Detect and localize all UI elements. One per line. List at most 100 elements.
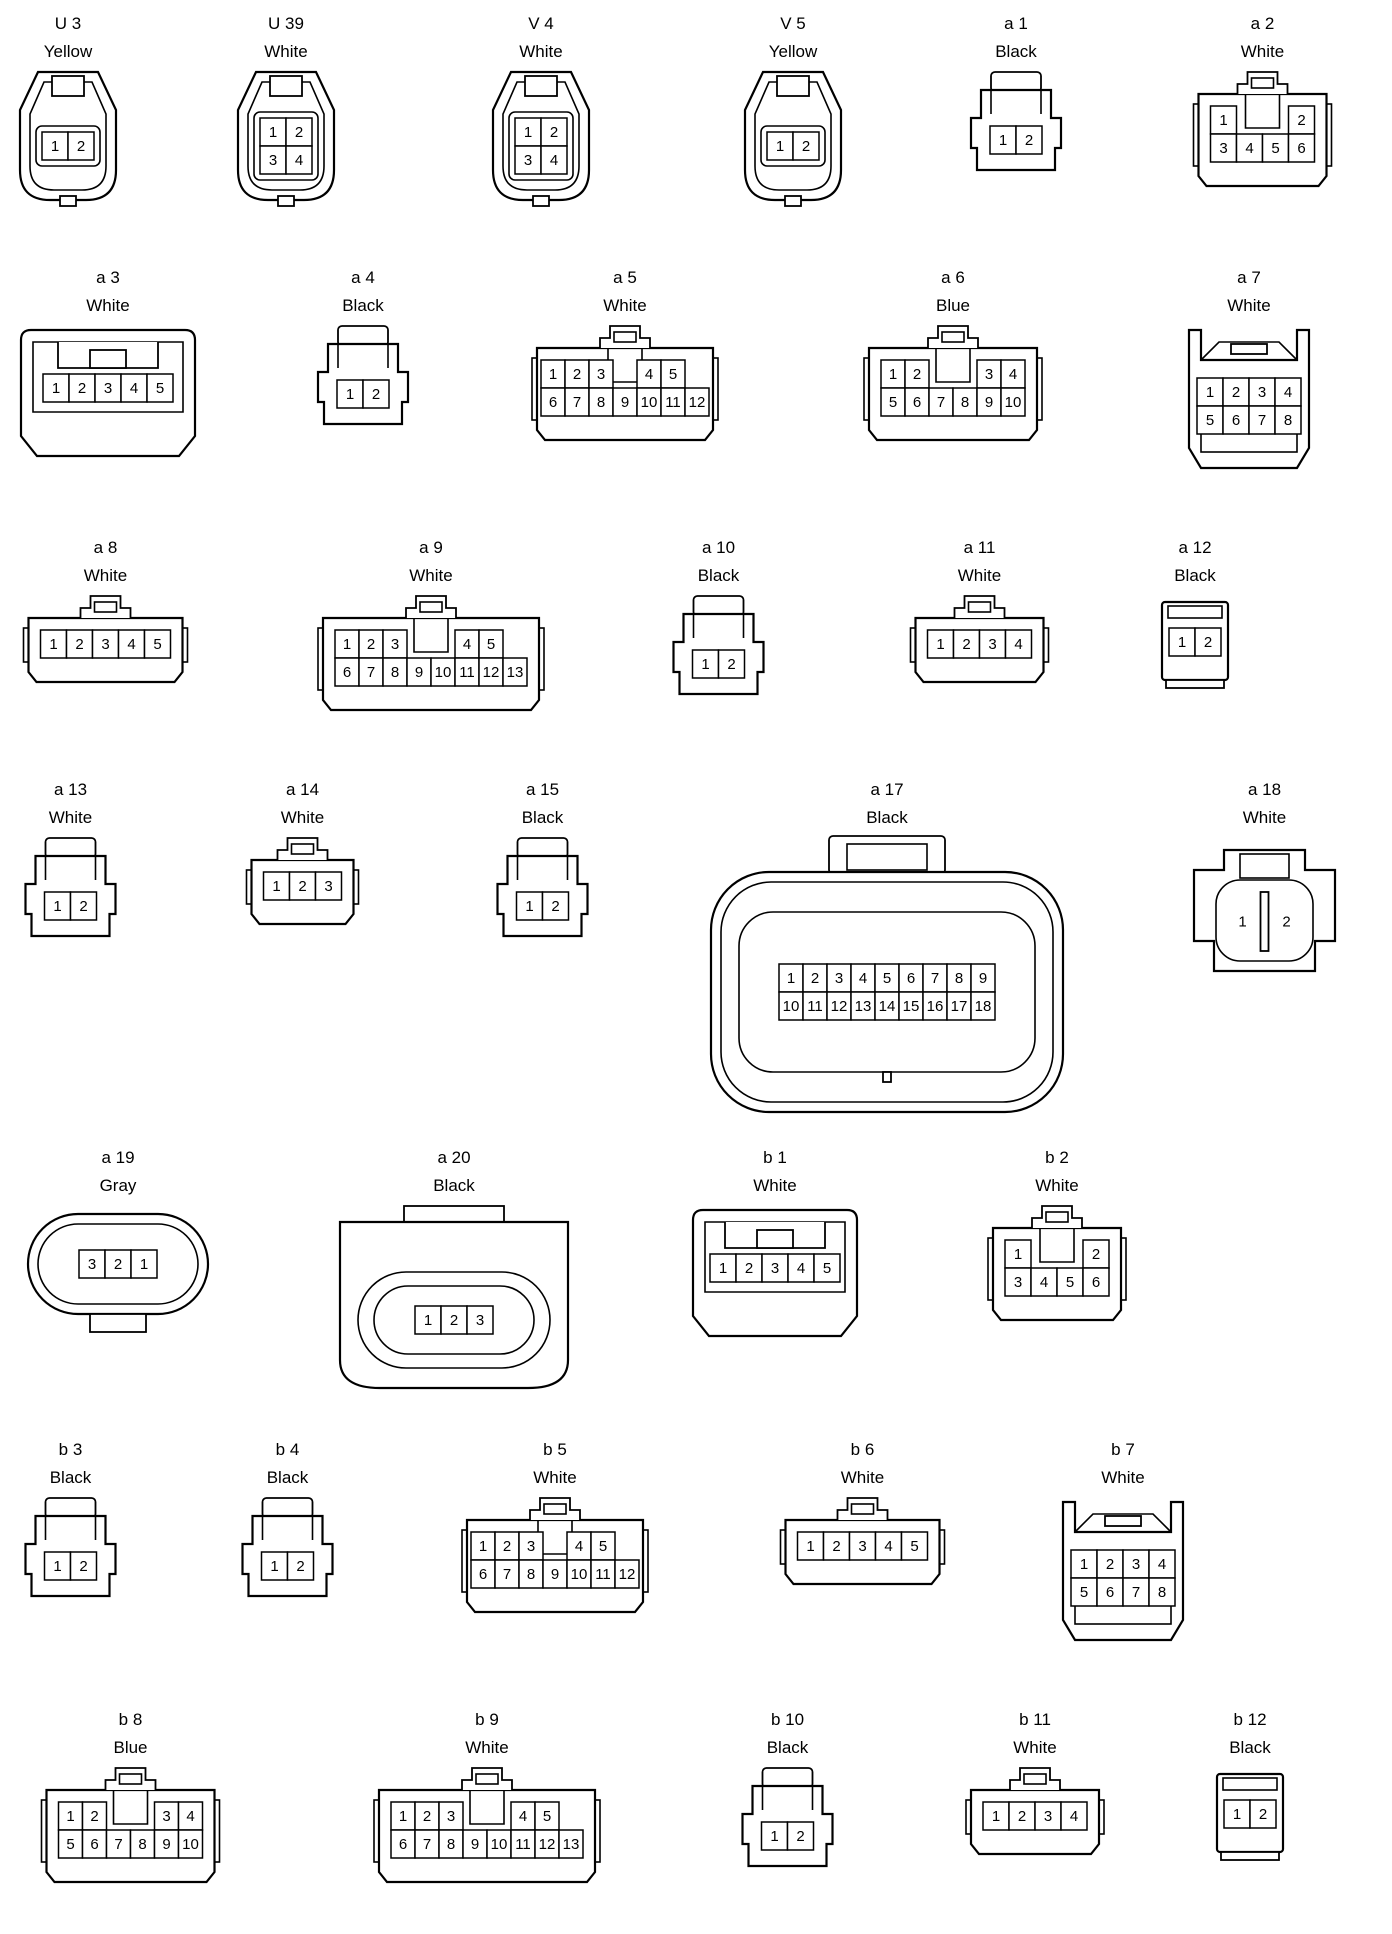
pin-15: 15 xyxy=(898,991,924,1021)
pin-3: 3 xyxy=(94,373,122,403)
svg-text:2: 2 xyxy=(1018,1808,1026,1825)
svg-text:8: 8 xyxy=(1158,1584,1166,1601)
svg-text:3: 3 xyxy=(771,1260,779,1277)
svg-text:2: 2 xyxy=(1025,132,1033,149)
pin-11: 11 xyxy=(802,991,828,1021)
svg-text:2: 2 xyxy=(296,1558,304,1575)
connector-color-label: White xyxy=(753,1176,797,1195)
pin-2: 2 xyxy=(540,117,568,147)
pin-5: 5 xyxy=(660,359,686,389)
svg-text:4: 4 xyxy=(1158,1556,1166,1573)
connector-color-label: Black xyxy=(521,808,564,827)
pin-3: 3 xyxy=(826,963,852,993)
svg-text:7: 7 xyxy=(367,664,375,681)
connector-id-label: a 3 xyxy=(96,268,120,287)
svg-text:8: 8 xyxy=(961,394,969,411)
svg-text:7: 7 xyxy=(114,1836,122,1853)
svg-text:18: 18 xyxy=(975,998,992,1015)
connector-id-label: a 9 xyxy=(419,538,443,557)
connector-id-label: a 13 xyxy=(53,780,88,799)
connector-color-label: White xyxy=(280,808,325,827)
pin-2: 2 xyxy=(904,359,930,389)
pin-4: 4 xyxy=(1000,359,1026,389)
svg-text:1: 1 xyxy=(936,636,944,653)
svg-text:3: 3 xyxy=(1014,1274,1022,1291)
pin-3: 3 xyxy=(91,629,120,659)
pin-14: 14 xyxy=(874,991,900,1021)
svg-text:3: 3 xyxy=(527,1538,535,1555)
connector-id-label: a 10 xyxy=(701,538,736,557)
svg-text:1: 1 xyxy=(787,970,795,987)
connector-id-label: a 6 xyxy=(941,268,965,287)
pin-1: 1 xyxy=(691,649,720,679)
svg-text:1: 1 xyxy=(270,1558,278,1575)
svg-text:3: 3 xyxy=(1044,1808,1052,1825)
pin-2: 2 xyxy=(1249,1799,1277,1829)
pin-7: 7 xyxy=(358,657,384,687)
pin-1: 1 xyxy=(515,891,544,921)
svg-text:3: 3 xyxy=(101,636,109,653)
connector-id-label: U 3 xyxy=(54,14,82,33)
svg-text:1: 1 xyxy=(806,1538,814,1555)
pin-1: 1 xyxy=(470,1531,496,1561)
pin-8: 8 xyxy=(129,1829,156,1859)
svg-text:1: 1 xyxy=(1080,1556,1088,1573)
svg-text:2: 2 xyxy=(1232,384,1240,401)
pin-11: 11 xyxy=(660,387,686,417)
pin-1: 1 xyxy=(262,871,291,901)
pin-3: 3 xyxy=(1248,377,1276,407)
pin-2: 2 xyxy=(362,379,390,409)
connector-id-label: a 7 xyxy=(1237,268,1261,287)
svg-text:9: 9 xyxy=(979,970,987,987)
svg-text:9: 9 xyxy=(621,394,629,411)
connector-color-label: White xyxy=(957,566,1002,585)
svg-text:9: 9 xyxy=(162,1836,170,1853)
pin-8: 8 xyxy=(518,1559,544,1589)
svg-text:6: 6 xyxy=(549,394,557,411)
svg-text:4: 4 xyxy=(1070,1808,1078,1825)
svg-text:11: 11 xyxy=(807,998,823,1015)
connector-id-label: b 5 xyxy=(543,1440,567,1459)
svg-text:2: 2 xyxy=(832,1538,840,1555)
svg-text:5: 5 xyxy=(823,1260,831,1277)
pin-4: 4 xyxy=(874,1531,903,1561)
connector-id-label: b 7 xyxy=(1111,1440,1135,1459)
svg-text:10: 10 xyxy=(783,998,800,1015)
connector-color-label: White xyxy=(409,566,453,585)
connector-color-label: Black xyxy=(697,566,740,585)
connector-color-label: Yellow xyxy=(768,42,818,61)
svg-text:8: 8 xyxy=(955,970,963,987)
svg-text:7: 7 xyxy=(503,1566,511,1583)
svg-text:3: 3 xyxy=(1132,1556,1140,1573)
pin-10: 10 xyxy=(486,1829,512,1859)
svg-text:2: 2 xyxy=(79,1558,87,1575)
pin-2: 2 xyxy=(786,1821,815,1851)
pin-4: 4 xyxy=(1148,1549,1176,1579)
svg-text:1: 1 xyxy=(719,1260,727,1277)
svg-text:1: 1 xyxy=(770,1828,778,1845)
connector-color-label: Black xyxy=(342,296,384,315)
svg-text:3: 3 xyxy=(835,970,843,987)
pin-3: 3 xyxy=(1034,1801,1062,1831)
pin-2: 2 xyxy=(1096,1549,1124,1579)
pin-1: 1 xyxy=(1168,627,1196,657)
svg-text:5: 5 xyxy=(66,1836,74,1853)
